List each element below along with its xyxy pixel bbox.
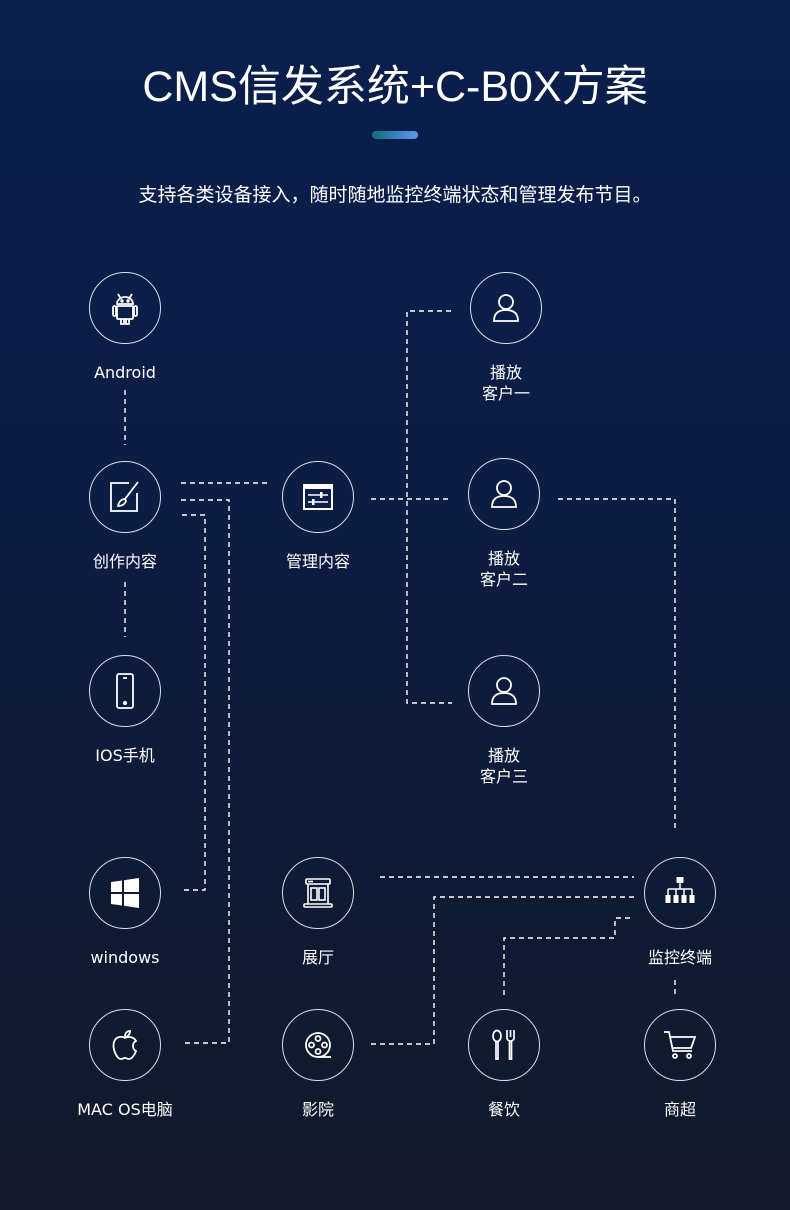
spoon-fork-icon bbox=[492, 1029, 515, 1060]
node-label-line2: 客户一 bbox=[481, 384, 530, 403]
node-label: windows bbox=[90, 948, 160, 967]
user-icon bbox=[491, 480, 517, 508]
node-label: 餐饮 bbox=[487, 1100, 520, 1119]
node-label-line1: 播放 bbox=[489, 363, 522, 382]
windows-icon bbox=[111, 878, 139, 908]
node-label-line2: 客户三 bbox=[479, 767, 528, 786]
node-client-1: 播放 客户一 bbox=[431, 272, 581, 404]
node-label: 创作内容 bbox=[92, 552, 157, 571]
connector-client-bus bbox=[406, 310, 452, 704]
shopping-cart-icon bbox=[664, 1031, 697, 1059]
node-mac-os: MAC OS电脑 bbox=[50, 1009, 200, 1120]
node-label-line1: 播放 bbox=[487, 746, 520, 765]
node-manage-content: 管理内容 bbox=[243, 461, 393, 572]
node-label: 商超 bbox=[663, 1100, 696, 1119]
film-reel-icon bbox=[305, 1032, 331, 1058]
connector-create-windows bbox=[181, 514, 206, 891]
node-client-3: 播放 客户三 bbox=[429, 655, 579, 787]
node-label: 展厅 bbox=[301, 948, 334, 967]
sliders-window-icon bbox=[303, 484, 333, 510]
node-supermarket: 商超 bbox=[605, 1009, 755, 1120]
node-ios-phone: IOS手机 bbox=[50, 655, 200, 766]
node-label-line1: 播放 bbox=[487, 549, 520, 568]
node-dining: 餐饮 bbox=[429, 1009, 579, 1120]
node-label: 影院 bbox=[301, 1100, 334, 1119]
user-icon bbox=[493, 294, 519, 322]
page-title: CMS信发系统+C-B0X方案 bbox=[142, 63, 648, 111]
node-label: 监控终端 bbox=[647, 948, 712, 967]
user-icon bbox=[491, 677, 517, 705]
node-client-2: 播放 客户二 bbox=[429, 458, 579, 590]
node-label: MAC OS电脑 bbox=[77, 1100, 173, 1119]
node-label-line2: 客户二 bbox=[479, 570, 528, 589]
node-label: Android bbox=[94, 363, 156, 382]
paint-brush-icon bbox=[110, 481, 139, 512]
node-windows: windows bbox=[50, 857, 200, 968]
node-create-content: 创作内容 bbox=[50, 461, 200, 572]
node-exhibition-hall: 展厅 bbox=[243, 857, 393, 968]
connector-client2-monitor bbox=[558, 498, 676, 828]
connector-create-mac bbox=[181, 499, 230, 1044]
node-android: Android bbox=[50, 272, 200, 383]
android-icon bbox=[112, 293, 138, 325]
node-monitor-terminal: 监控终端 bbox=[605, 857, 755, 968]
connector-cinema-monitor bbox=[371, 896, 634, 1045]
node-label: 管理内容 bbox=[285, 552, 350, 571]
title-accent-bar bbox=[372, 131, 418, 139]
exhibition-hall-icon bbox=[303, 878, 333, 908]
node-label: IOS手机 bbox=[95, 746, 155, 765]
smartphone-icon bbox=[116, 673, 134, 709]
connector-dining-monitor bbox=[503, 917, 630, 995]
page-subtitle: 支持各类设备接入，随时随地监控终端状态和管理发布节目。 bbox=[138, 184, 652, 206]
node-cinema: 影院 bbox=[243, 1009, 393, 1120]
apple-icon bbox=[112, 1030, 138, 1060]
network-hierarchy-icon bbox=[665, 877, 695, 903]
